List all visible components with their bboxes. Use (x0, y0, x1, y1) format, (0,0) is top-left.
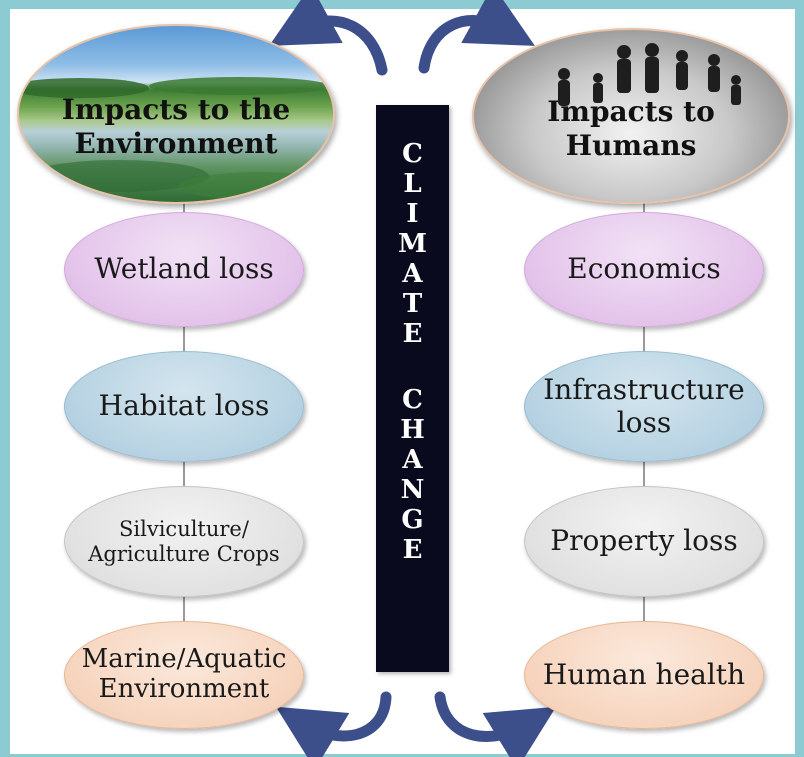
connector-env-4 (183, 597, 185, 621)
connector-hum-1 (643, 198, 645, 212)
marine-aquatic-label: Marine/Aquatic (81, 644, 287, 675)
economics-node: Economics (524, 212, 764, 327)
habitat-loss-node: Habitat loss (64, 351, 304, 462)
wetland-photo (19, 77, 333, 200)
marine-aquatic-node: Marine/Aquatic Environment (64, 621, 304, 729)
connector-hum-3 (643, 462, 645, 486)
infrastructure-loss-node: Infrastructure loss (524, 351, 764, 462)
human-health-label: Human health (542, 657, 746, 691)
banner-letter: M (398, 229, 427, 259)
connector-hum-2 (643, 327, 645, 351)
environment-header: Impacts to the Environment (17, 24, 335, 204)
silviculture-label: Silviculture/ (119, 517, 249, 542)
infrastructure-label: Infrastructure (543, 373, 745, 407)
property-loss-node: Property loss (524, 486, 764, 597)
connector-env-1 (183, 198, 185, 212)
banner-letter: C (402, 385, 423, 415)
environment-header-line2: Environment (74, 127, 278, 160)
banner-letter: I (406, 199, 419, 229)
banner-letter: C (402, 139, 423, 169)
environment-label: Environment (98, 674, 270, 704)
humans-header-line2: Humans (565, 129, 697, 162)
wetland-loss-node: Wetland loss (64, 212, 304, 327)
infrastructure-loss-suffix: loss (616, 405, 672, 439)
banner-letter: N (400, 475, 425, 505)
silviculture-agriculture-node: Silviculture/ Agriculture Crops (64, 486, 304, 597)
wetland-loss-label: Wetland loss (94, 252, 274, 286)
agriculture-crops-label: Agriculture Crops (88, 541, 280, 566)
people-silhouettes-photo (558, 43, 741, 106)
banner-letter: A (402, 445, 423, 475)
banner-letter: G (401, 505, 424, 535)
humans-header-line1: Impacts to (547, 95, 715, 129)
connector-env-3 (183, 462, 185, 486)
banner-letter: H (400, 415, 425, 445)
property-loss-label: Property loss (550, 524, 738, 558)
humans-header: Impacts to Humans (472, 28, 790, 204)
banner-letter: L (403, 169, 422, 199)
environment-header-line1: Impacts to the (61, 93, 291, 127)
human-health-node: Human health (524, 621, 764, 729)
banner-letter: A (402, 259, 423, 289)
connector-env-2 (183, 327, 185, 351)
banner-letter: E (402, 319, 423, 349)
environment-header-text: Impacts to the Environment (62, 93, 290, 160)
economics-label: Economics (567, 252, 721, 286)
habitat-loss-label: Habitat loss (98, 389, 270, 423)
humans-header-text: Impacts to Humans (547, 95, 715, 162)
banner-letter: T (402, 289, 423, 319)
banner-letter: E (402, 535, 423, 565)
connector-hum-4 (643, 597, 645, 621)
